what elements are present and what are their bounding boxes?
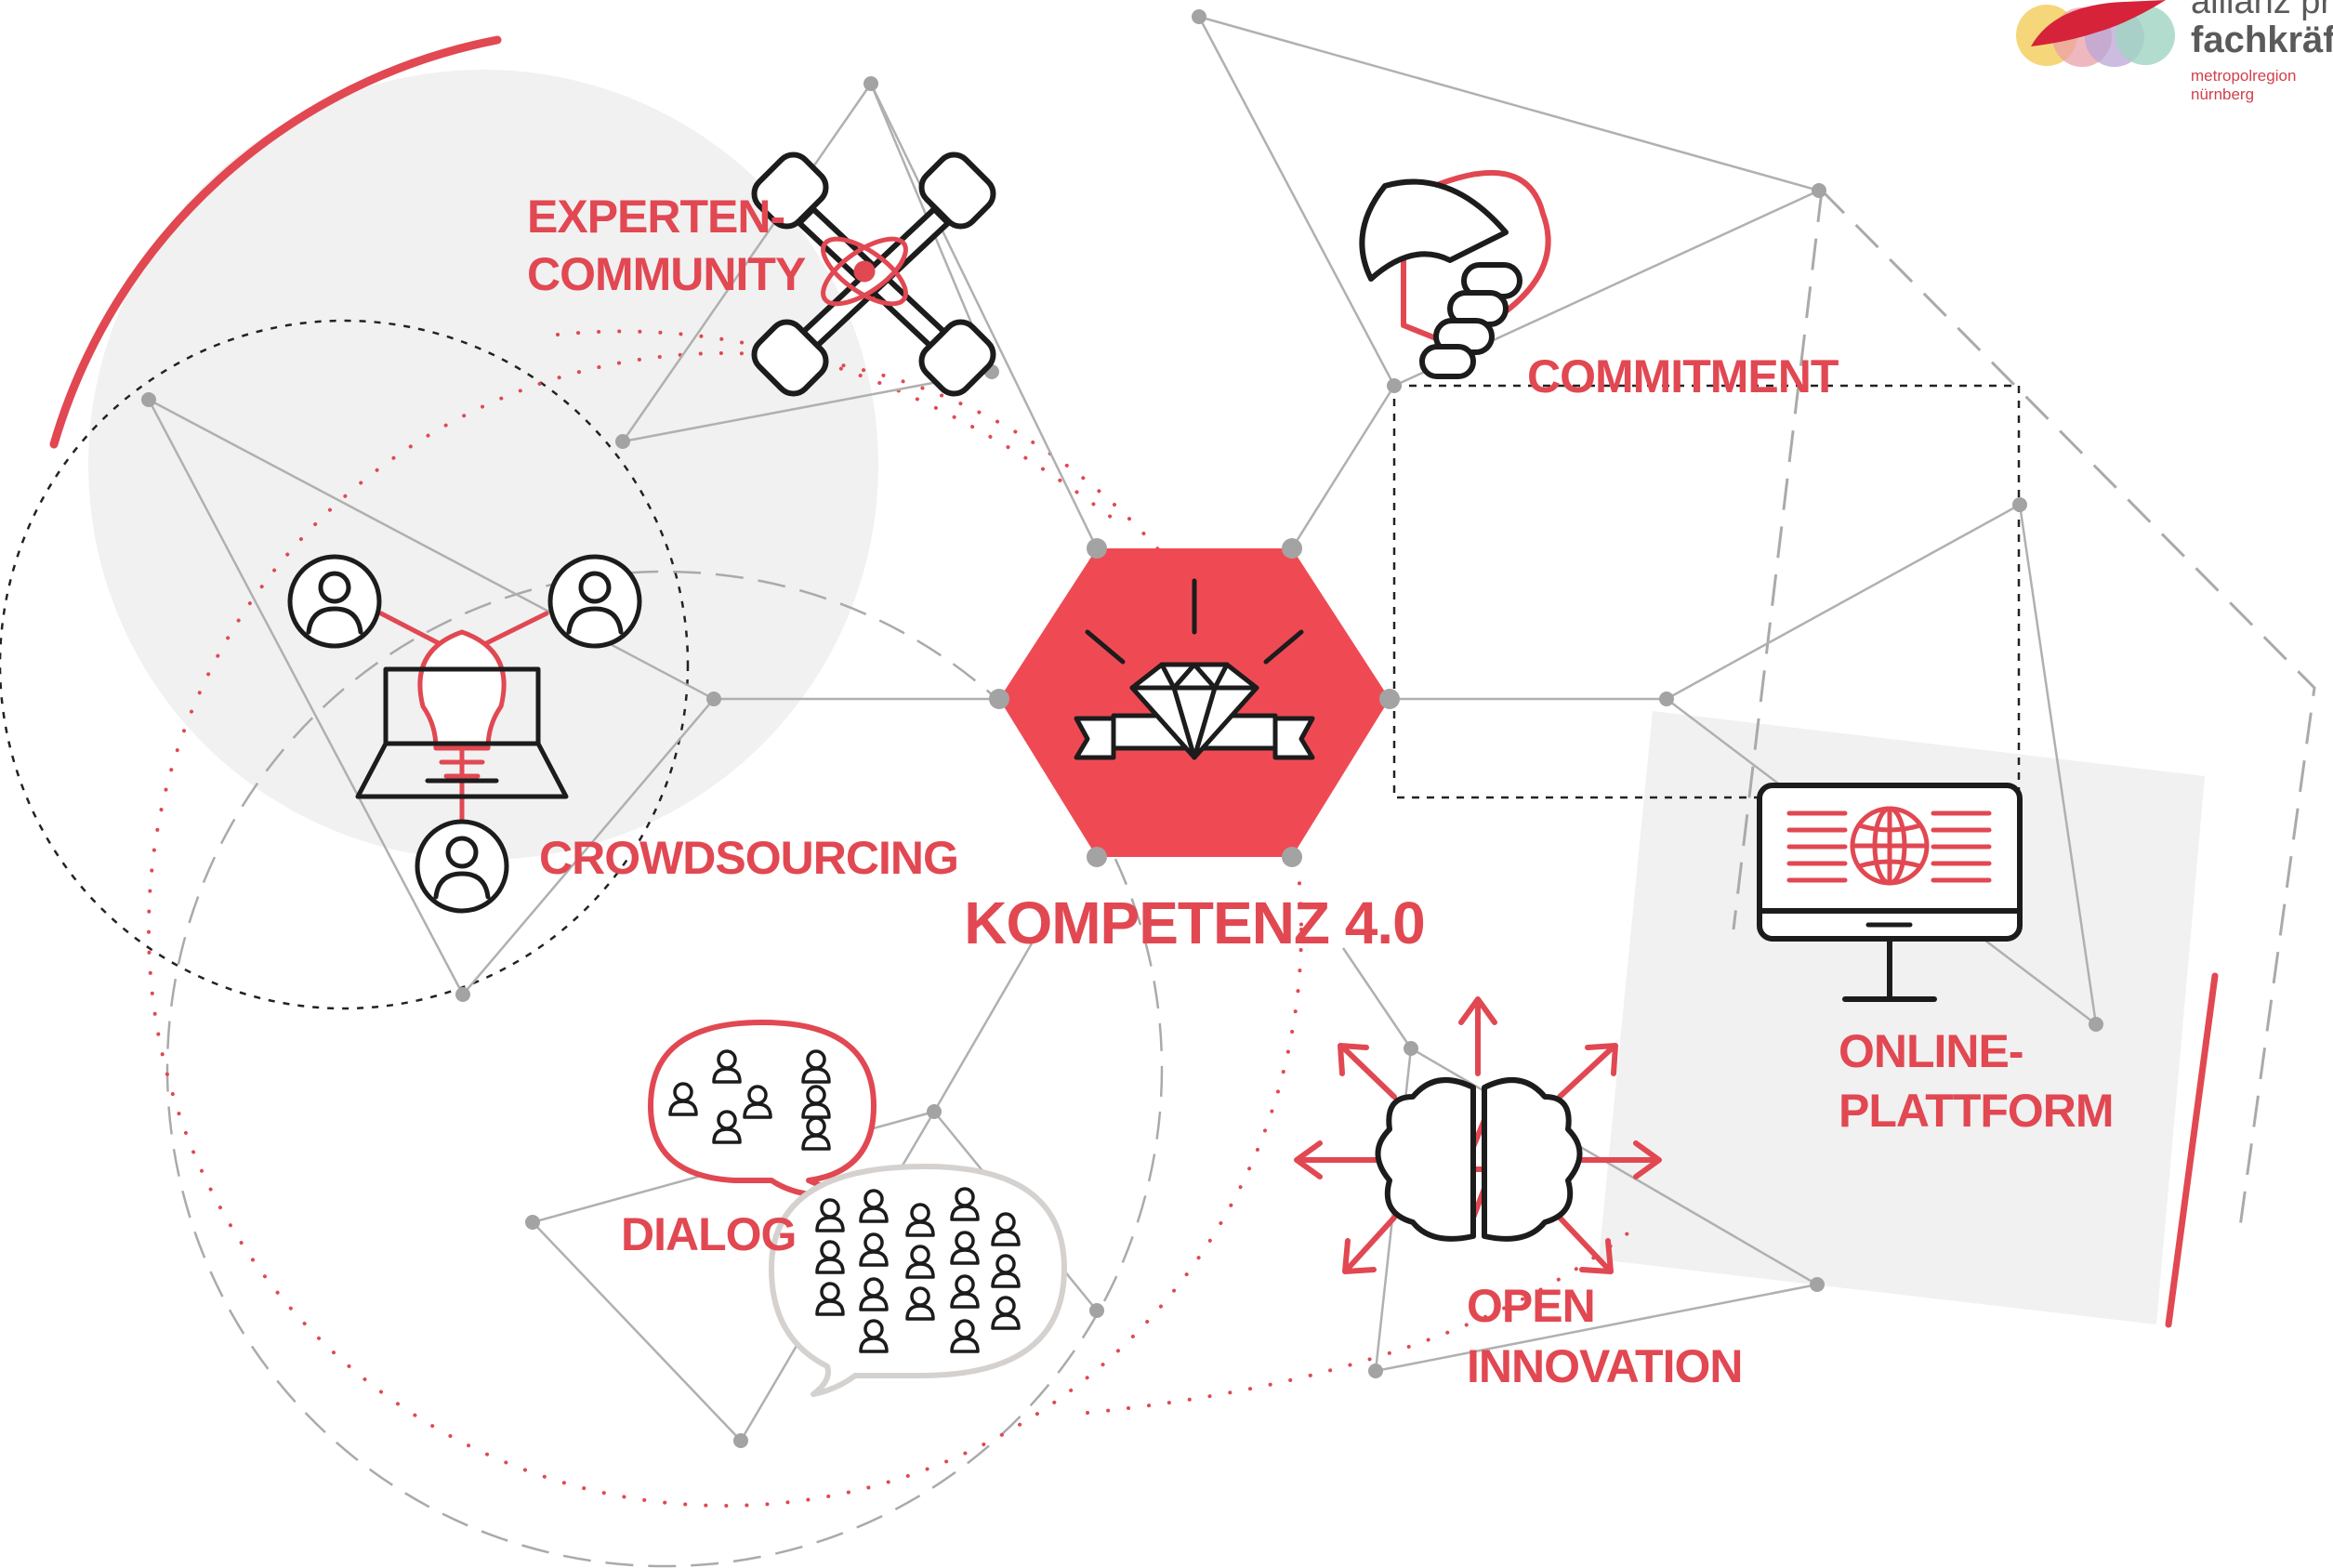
experten-label-line1: EXPERTEN- <box>527 191 784 243</box>
handshake-icon <box>1359 169 1551 379</box>
red-arc-top-left <box>49 35 502 449</box>
monitor-globe-icon <box>1757 783 2023 1002</box>
logo-line3: metropolregion <box>2191 67 2297 85</box>
alliance-logo-text: allianz pro fachkräfte metropolregion nü… <box>2191 0 2333 104</box>
commitment-label: COMMITMENT <box>1527 350 1839 402</box>
experten-label-line2: COMMUNITY <box>527 248 806 300</box>
center-hexagon <box>989 538 1400 867</box>
open-innovation-label-line2: INNOVATION <box>1467 1340 1742 1392</box>
online-plattform-label-line2: PLATTFORM <box>1839 1085 2114 1137</box>
open-innovation-label-line1: OPEN <box>1467 1280 1595 1332</box>
speech-bubbles-people-icon <box>648 1020 1067 1397</box>
dialog-label: DIALOG <box>621 1208 796 1260</box>
fists-atom-icon <box>751 152 996 397</box>
diamond-banner-icon <box>1074 578 1315 760</box>
dashed-rect-commitment <box>1392 384 2021 799</box>
logo-line2: fachkräfte <box>2191 20 2333 60</box>
dotted-red-circle <box>147 351 1303 1508</box>
logo-line4: nürnberg <box>2191 86 2255 103</box>
decorative-arcs <box>0 35 2316 1568</box>
dashed-kite-right <box>1732 189 2316 1228</box>
red-line-right <box>2165 972 2219 1328</box>
online-plattform-label-line1: ONLINE- <box>1839 1025 2023 1077</box>
logo-line1: allianz pro <box>2191 0 2333 21</box>
network-nodes <box>141 9 2103 1448</box>
grey-square-panel <box>1599 711 2205 1324</box>
dashed-circle-lower <box>165 570 1164 1568</box>
background-shapes <box>88 70 2205 1324</box>
brain-arrows-icon <box>1294 996 1662 1274</box>
dashed-circle-left <box>0 319 690 1010</box>
crowdsourcing-label: CROWDSOURCING <box>539 832 958 884</box>
grey-circle-panel <box>88 70 878 860</box>
center-label: KOMPETENZ 4.0 <box>964 889 1425 956</box>
diagram-labels: KOMPETENZ 4.0 EXPERTEN- COMMUNITY COMMIT… <box>527 191 2115 1392</box>
lightbulb-laptop-people-icon <box>287 554 642 914</box>
alliance-logo-mark <box>2016 0 2175 67</box>
